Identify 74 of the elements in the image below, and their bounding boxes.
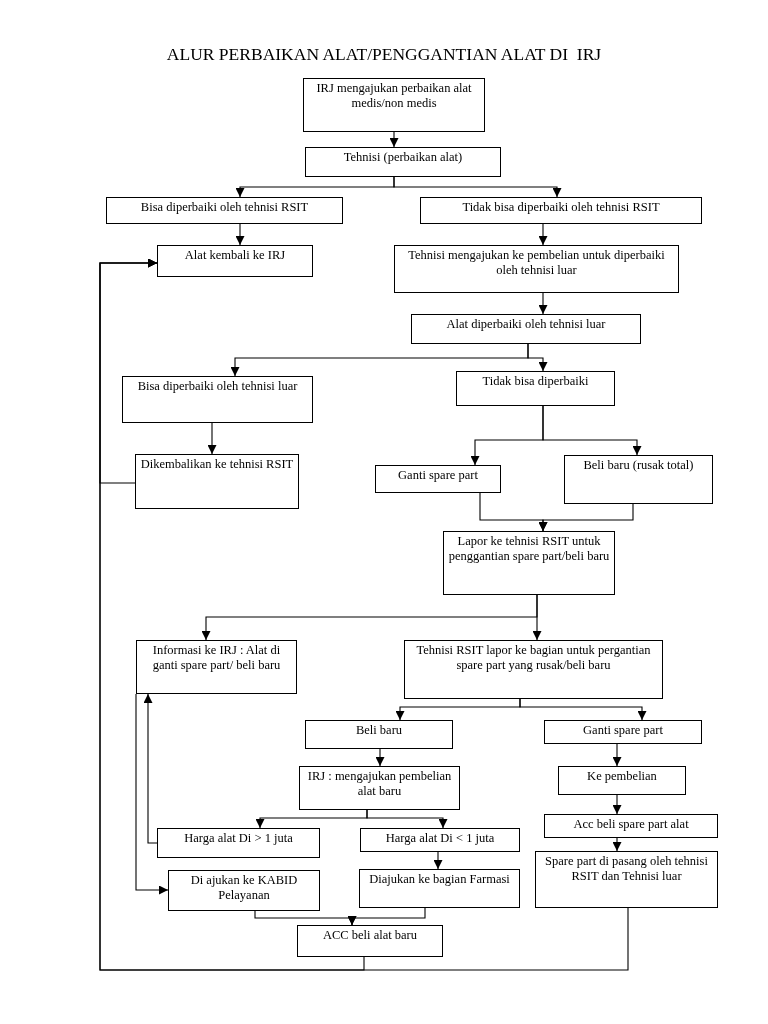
- process-box: [375, 465, 501, 493]
- arrow: [519, 698, 647, 721]
- arrow: [538, 223, 548, 246]
- step-label: Harga alat Di > 1 juta: [183, 831, 294, 846]
- process-box: [303, 78, 485, 132]
- arrow: [99, 258, 629, 971]
- step-label: Bisa diperbaiki oleh tehnisi luar: [136, 379, 299, 394]
- arrow: [612, 743, 622, 767]
- step-label: Di ajukan ke KABID Pelayanan: [189, 873, 299, 903]
- arrow: [366, 809, 448, 829]
- process-box: [157, 828, 320, 858]
- process-box: [305, 147, 501, 177]
- step-label: Acc beli spare part alat: [572, 817, 690, 832]
- step-label: Ganti spare part: [397, 468, 479, 483]
- step-label: Harga alat Di < 1 juta: [384, 831, 496, 846]
- step-label: Informasi ke IRJ : Alat di ganti spare part/ beli baru: [151, 643, 282, 673]
- step-label: Alat kembali ke IRJ: [183, 248, 287, 263]
- process-box: [558, 766, 686, 795]
- process-box: [564, 455, 713, 504]
- arrow: [527, 343, 548, 372]
- step-label: Alat diperbaiki oleh tehnisi luar: [445, 317, 607, 332]
- step-label: Diajukan ke bagian Farmasi: [368, 872, 511, 887]
- process-box: [535, 851, 718, 908]
- process-box: [297, 925, 443, 957]
- step-label: Bisa diperbaiki oleh tehnisi RSIT: [139, 200, 310, 215]
- arrow: [207, 422, 217, 455]
- step-label: Tidak bisa diperbaiki: [481, 374, 590, 389]
- step-label: IRJ : mengajukan pembelian alat baru: [306, 769, 453, 799]
- step-label: Dikembalikan ke tehnisi RSIT: [140, 457, 294, 472]
- step-label: Tehnisi mengajukan ke pembelian untuk diperbaiki oleh tehnisi luar: [407, 248, 666, 278]
- step-label: ACC beli alat baru: [321, 928, 419, 943]
- arrow: [433, 851, 443, 870]
- arrow: [235, 223, 245, 246]
- step-label: Tehnisi (perbaikan alat): [342, 150, 464, 165]
- process-box: [456, 371, 615, 406]
- arrow: [143, 693, 158, 844]
- step-label: Beli baru: [354, 723, 404, 738]
- process-box: [299, 766, 460, 810]
- arrow: [612, 794, 622, 815]
- process-box: [394, 245, 679, 293]
- arrow: [375, 748, 385, 767]
- arrow: [612, 837, 622, 852]
- step-label: Tehnisi RSIT lapor ke bagian untuk pergantian spare part yang rusak/beli baru: [415, 643, 652, 673]
- process-box: [305, 720, 453, 749]
- step-label: IRJ mengajukan perbaikan alat medis/non medis: [315, 81, 473, 111]
- step-label: Beli baru (rusak total): [582, 458, 695, 473]
- arrow: [135, 693, 169, 895]
- step-label: Lapor ke tehnisi RSIT untuk penggantian spare part/beli baru: [448, 534, 610, 564]
- process-box: [136, 640, 297, 694]
- arrow: [532, 594, 542, 641]
- process-box: [135, 454, 299, 509]
- process-box: [411, 314, 641, 344]
- arrow: [538, 503, 634, 532]
- process-box: [359, 869, 520, 908]
- diagram-title: ALUR PERBAIKAN ALAT/PENGGANTIAN ALAT DI IRJ: [166, 44, 602, 64]
- arrow: [542, 405, 642, 456]
- process-box: [420, 197, 702, 224]
- arrow: [389, 131, 399, 148]
- process-box: [443, 531, 615, 595]
- arrow: [538, 292, 548, 315]
- process-box: [544, 814, 718, 838]
- arrow: [347, 907, 426, 926]
- arrow: [393, 176, 562, 198]
- step-label: Spare part di pasang oleh tehnisi RSIT dan Tehnisi luar: [544, 854, 709, 884]
- process-box: [544, 720, 702, 744]
- step-label: Ke pembelian: [586, 769, 658, 784]
- process-box: [122, 376, 313, 423]
- process-box: [404, 640, 663, 699]
- process-box: [360, 828, 520, 852]
- process-box: [106, 197, 343, 224]
- process-box: [168, 870, 320, 911]
- step-label: Tidak bisa diperbaiki oleh tehnisi RSIT: [461, 200, 661, 215]
- process-box: [157, 245, 313, 277]
- step-label: Ganti spare part: [582, 723, 664, 738]
